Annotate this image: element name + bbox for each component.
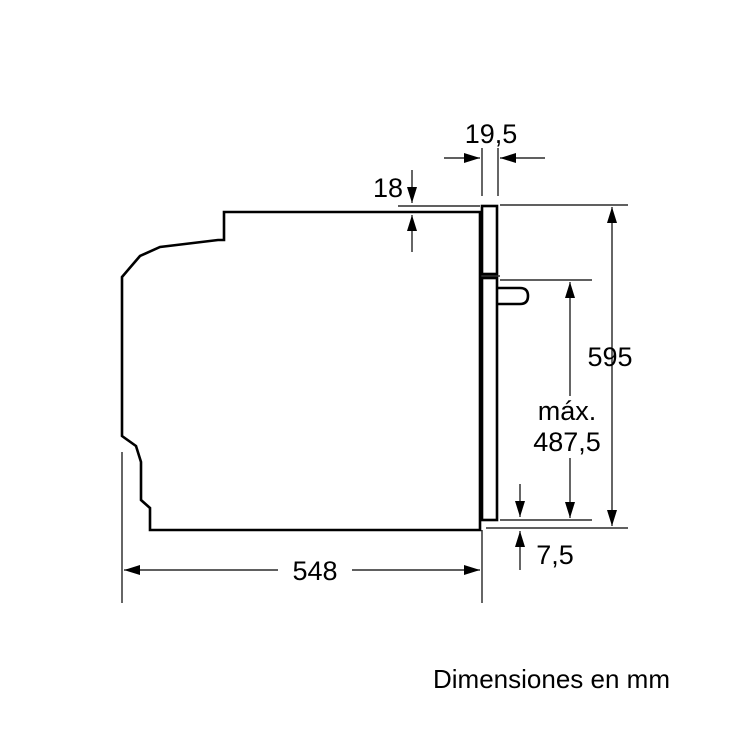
depth-arrow-left [124, 565, 140, 575]
max-label-line1: máx. [538, 396, 597, 426]
height-arrow-bottom [607, 510, 617, 526]
top-offset-arrow-up [407, 215, 417, 231]
depth-arrow-right [464, 565, 480, 575]
height-arrow-top [607, 207, 617, 223]
front-thickness-label: 19,5 [465, 119, 518, 149]
bottom-offset-label: 7,5 [536, 540, 574, 570]
height-label: 595 [587, 342, 632, 372]
top-offset-arrow-down [407, 187, 417, 203]
front-arrow-right [500, 153, 516, 163]
oven-body-outline [120, 210, 482, 532]
knob-icon [497, 286, 530, 306]
front-arrow-left [464, 153, 480, 163]
bottom-offset-arrow-down [515, 501, 525, 517]
max-arrow-bottom [565, 502, 575, 518]
top-offset-label: 18 [373, 173, 403, 203]
units-caption: Dimensiones en mm [433, 664, 670, 694]
oven-front-panel-door [480, 276, 499, 522]
depth-label: 548 [292, 556, 337, 586]
oven-front-panel-top [480, 204, 499, 276]
bottom-offset-arrow-up [515, 531, 525, 547]
max-label-line2: 487,5 [533, 427, 601, 457]
max-arrow-top [565, 282, 575, 298]
